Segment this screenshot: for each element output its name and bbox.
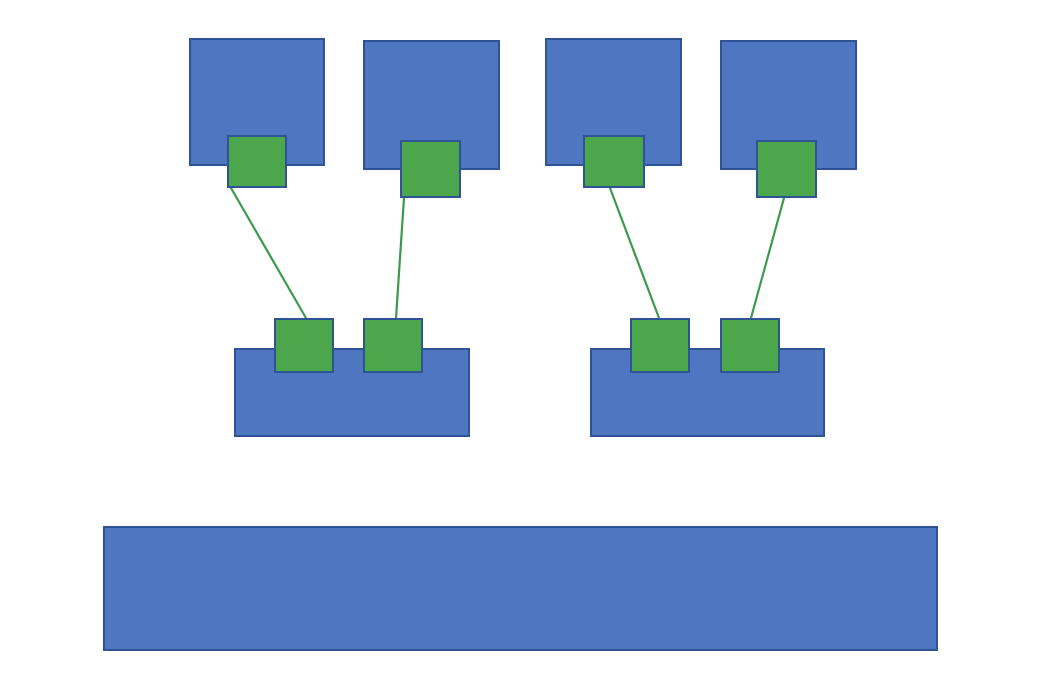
container-port-c4[interactable] (756, 140, 817, 198)
link-c1-sw1 (229, 186, 308, 320)
link-c2-sw1 (394, 196, 406, 320)
switch-port-sw2-p1[interactable] (630, 318, 690, 373)
link-c4-sw2 (749, 196, 786, 320)
container-port-c1[interactable] (227, 135, 287, 188)
switch-port-sw2-p2[interactable] (720, 318, 780, 373)
container-port-c2[interactable] (400, 140, 461, 198)
container-port-c3[interactable] (583, 135, 645, 188)
switch-port-sw1-p1[interactable] (274, 318, 334, 373)
switch-node-sw2[interactable]: SW2 (590, 348, 825, 437)
switch-port-sw1-p2[interactable] (363, 318, 423, 373)
link-c3-sw2 (608, 186, 661, 320)
host-machine-node[interactable]: 宿主机 (103, 526, 938, 651)
switch-node-sw1[interactable]: SW1 (234, 348, 470, 437)
